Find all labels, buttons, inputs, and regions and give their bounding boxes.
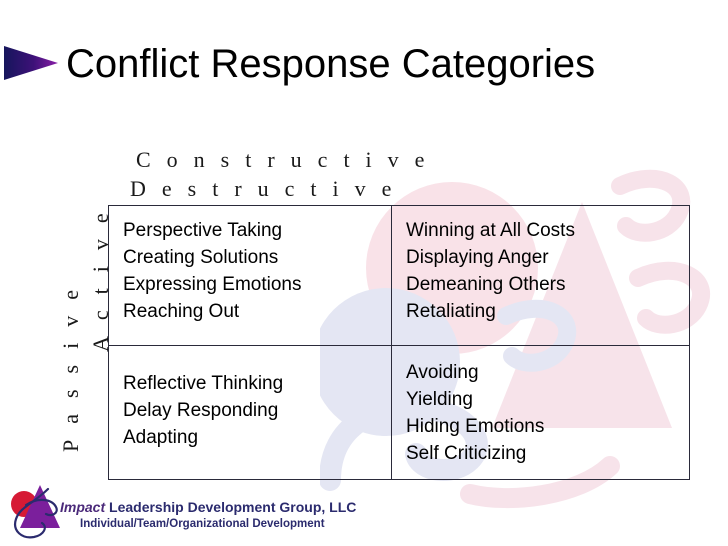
list-item: Perspective Taking [123, 220, 283, 241]
page-title: Conflict Response Categories [66, 42, 596, 86]
footer: Impact Leadership Development Group, LLC… [0, 480, 420, 546]
triangle-right-icon [4, 46, 58, 80]
footer-brand: Impact [60, 499, 106, 515]
list-item: Hiding Emotions [406, 416, 545, 437]
list-item: Yielding [406, 389, 473, 410]
impact-logo-icon [11, 485, 60, 539]
footer-tagline: Individual/Team/Organizational Developme… [80, 518, 325, 530]
list-item: Reaching Out [123, 301, 240, 322]
list-item: Adapting [123, 427, 199, 448]
list-item: Demeaning Others [406, 274, 566, 295]
cell-active-constructive: Perspective Taking Creating Solutions Ex… [109, 206, 391, 345]
axis-label-destructive: Destructive [130, 176, 408, 201]
list-item: Retaliating [406, 301, 496, 322]
list-item: Expressing Emotions [123, 274, 302, 295]
cell-active-destructive: Winning at All Costs Displaying Anger De… [391, 206, 689, 345]
footer-text-block: Impact Leadership Development Group, LLC… [60, 498, 410, 532]
list-item: Displaying Anger [406, 247, 549, 268]
axis-label-constructive: Constructive [136, 147, 441, 172]
footer-company: Leadership Development Group, LLC [105, 499, 357, 515]
list-item: Delay Responding [123, 400, 279, 421]
footer-company-line: Impact Leadership Development Group, LLC [60, 498, 410, 516]
axis-label-passive: Passive [58, 274, 83, 452]
cell-passive-destructive: Avoiding Yielding Hiding Emotions Self C… [391, 345, 689, 479]
list-item: Reflective Thinking [123, 373, 284, 394]
list-item: Self Criticizing [406, 443, 527, 464]
conflict-response-matrix: Perspective Taking Creating Solutions Ex… [108, 205, 690, 480]
list-item: Avoiding [406, 362, 479, 383]
list-item: Creating Solutions [123, 247, 279, 268]
list-item: Winning at All Costs [406, 220, 575, 241]
cell-passive-constructive: Reflective Thinking Delay Responding Ada… [109, 345, 391, 479]
